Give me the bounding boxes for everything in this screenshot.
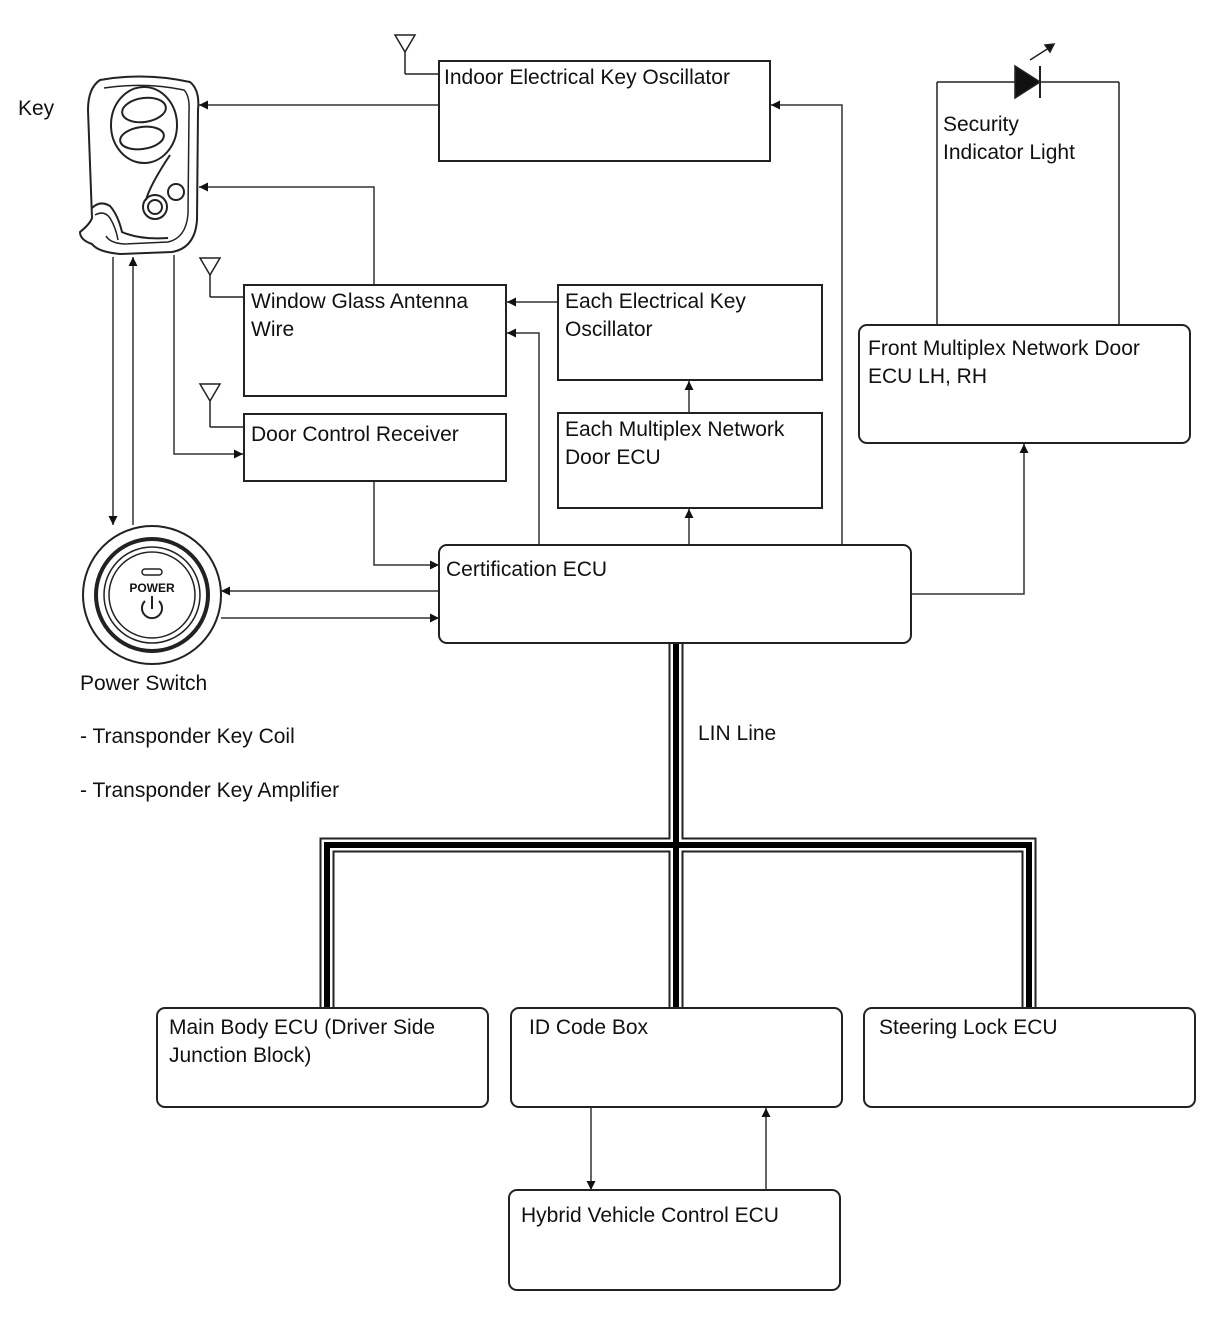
window-antenna-label: Window Glass Antenna Wire: [251, 290, 469, 341]
indoor-oscillator-box: Indoor Electrical Key Oscillator: [438, 60, 771, 162]
each-multiplex-ecu-box: Each Multiplex Network Door ECU: [557, 412, 823, 509]
steering-lock-ecu-box: Steering Lock ECU: [863, 1007, 1196, 1108]
line-receiver-to-cert: [373, 482, 439, 570]
window-antenna-box: Window Glass Antenna Wire: [243, 284, 507, 397]
front-multiplex-ecu-box: Front Multiplex Network Door ECU LH, RH: [858, 324, 1191, 444]
antenna-icon: [198, 383, 244, 428]
line-cert-to-front-multiplex: [911, 444, 1029, 595]
key-label: Key: [18, 97, 55, 120]
steering-lock-ecu-label: Steering Lock ECU: [879, 1016, 1058, 1039]
certification-ecu-box: Certification ECU: [438, 544, 912, 644]
antenna-icon: [393, 34, 439, 75]
security-light-label: Security Indicator Light: [943, 113, 1075, 164]
line-cert-to-indoor-osc: [771, 100, 843, 545]
power-switch-label: Power Switch: [80, 672, 208, 695]
each-multiplex-ecu-label: Each Multiplex Network Door ECU: [565, 418, 785, 469]
line-antenna-to-key: [199, 182, 375, 284]
transponder-coil-label: - Transponder Key Coil: [80, 725, 295, 748]
hybrid-ecu-label: Hybrid Vehicle Control ECU: [521, 1204, 779, 1227]
id-code-box: ID Code Box: [510, 1007, 843, 1108]
main-body-ecu-label: Main Body ECU (Driver Side Junction Bloc…: [169, 1016, 436, 1067]
led-icon: [936, 43, 1120, 325]
power-button-text: POWER: [129, 581, 175, 595]
each-oscillator-box: Each Electrical Key Oscillator: [557, 284, 823, 381]
key-fob-icon: [78, 75, 200, 256]
line-cert-to-antenna: [507, 328, 540, 545]
main-body-ecu-box: Main Body ECU (Driver Side Junction Bloc…: [156, 1007, 489, 1108]
power-switch-icon: [82, 525, 222, 665]
id-code-box-label: ID Code Box: [529, 1016, 649, 1039]
front-multiplex-ecu-label: Front Multiplex Network Door ECU LH, RH: [868, 337, 1140, 388]
connections: [108, 100, 1029, 1190]
each-oscillator-label: Each Electrical Key Oscillator: [565, 290, 746, 341]
door-receiver-label: Door Control Receiver: [251, 423, 459, 446]
certification-ecu-label: Certification ECU: [446, 558, 608, 581]
antenna-icon: [198, 257, 244, 298]
lin-line-label: LIN Line: [698, 722, 777, 745]
line-key-to-receiver: [173, 255, 243, 459]
door-receiver-box: Door Control Receiver: [243, 413, 507, 482]
lin-bus: [319, 643, 1037, 1008]
indoor-oscillator-label: Indoor Electrical Key Oscillator: [444, 66, 730, 89]
transponder-amp-label: - Transponder Key Amplifier: [80, 779, 340, 802]
hybrid-ecu-box: Hybrid Vehicle Control ECU: [508, 1189, 841, 1291]
